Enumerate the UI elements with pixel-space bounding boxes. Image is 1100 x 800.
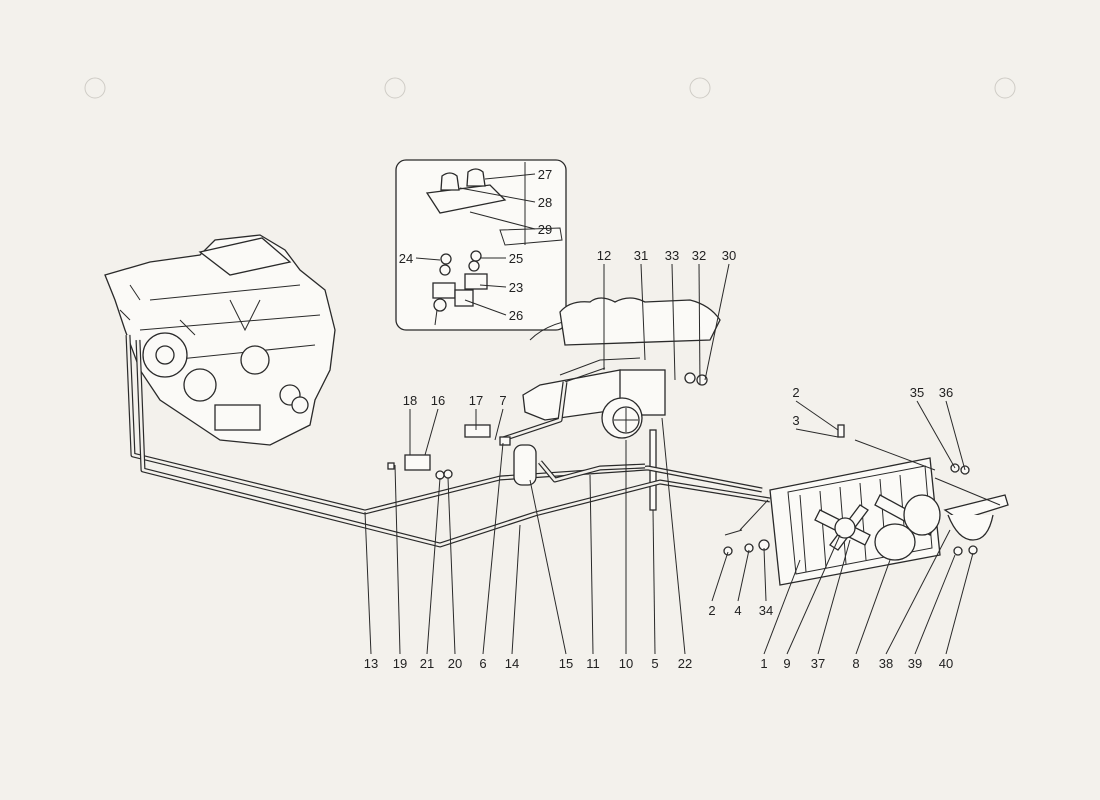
leader-line-26 <box>464 299 507 316</box>
callout-label-22: 22 <box>678 656 692 671</box>
heater-blower-unit <box>522 297 721 511</box>
callout-label-39: 39 <box>908 656 922 671</box>
leader-line-39 <box>914 554 956 655</box>
callout-label-38: 38 <box>879 656 893 671</box>
leader-line-2 <box>795 400 839 431</box>
leader-line-5 <box>652 509 656 655</box>
callout-label-35: 35 <box>910 385 924 400</box>
callout-label-8: 8 <box>852 656 859 671</box>
callout-label-31: 31 <box>634 248 648 263</box>
callout-label-40: 40 <box>939 656 953 671</box>
callout-label-17: 17 <box>469 393 483 408</box>
callout-label-2: 2 <box>708 603 715 618</box>
leader-line-40 <box>945 552 974 655</box>
leader-line-30 <box>704 263 730 381</box>
leader-line-15 <box>529 479 567 655</box>
callout-label-29: 29 <box>538 222 552 237</box>
leader-line-2 <box>711 551 729 602</box>
callout-label-2: 2 <box>792 385 799 400</box>
callout-label-32: 32 <box>692 248 706 263</box>
callout-label-6: 6 <box>479 656 486 671</box>
callout-label-14: 14 <box>505 656 519 671</box>
leader-line-19 <box>394 464 401 655</box>
condenser-with-fans <box>723 439 1009 586</box>
control-panel-inset <box>395 159 567 331</box>
callout-label-26: 26 <box>509 308 523 323</box>
fittings <box>387 424 845 486</box>
leader-line-20 <box>447 477 456 655</box>
leader-line-8 <box>855 559 891 655</box>
leader-line-14 <box>511 524 521 655</box>
leader-line-33 <box>671 263 676 381</box>
callout-label-24: 24 <box>399 251 413 266</box>
callout-label-20: 20 <box>448 656 462 671</box>
leader-line-24 <box>415 257 441 261</box>
leader-line-7 <box>494 408 504 441</box>
leader-line-21 <box>426 477 441 655</box>
leader-line-16 <box>424 408 439 456</box>
leader-line-37 <box>817 539 851 655</box>
leader-line-29 <box>469 211 536 230</box>
leader-line-31 <box>640 263 646 361</box>
callout-label-4: 4 <box>734 603 741 618</box>
callout-label-15: 15 <box>559 656 573 671</box>
leader-line-1 <box>763 559 801 655</box>
callout-label-7: 7 <box>499 393 506 408</box>
callout-label-27: 27 <box>538 167 552 182</box>
callout-label-34: 34 <box>759 603 773 618</box>
callout-label-5: 5 <box>651 656 658 671</box>
callout-label-13: 13 <box>364 656 378 671</box>
leader-line-38 <box>885 529 951 655</box>
leader-line-27 <box>484 173 536 180</box>
leader-lines <box>364 173 974 655</box>
engine-illustration <box>104 234 336 446</box>
callout-label-25: 25 <box>509 251 523 266</box>
leader-line-11 <box>589 474 594 655</box>
callout-label-21: 21 <box>420 656 434 671</box>
callout-label-19: 19 <box>393 656 407 671</box>
binder-holes <box>84 77 1016 99</box>
callout-label-37: 37 <box>811 656 825 671</box>
leader-line-36 <box>945 400 966 471</box>
callout-label-16: 16 <box>431 393 445 408</box>
leader-line-35 <box>916 400 956 469</box>
leader-line-23 <box>479 284 507 288</box>
callout-label-12: 12 <box>597 248 611 263</box>
callout-label-36: 36 <box>939 385 953 400</box>
leader-line-13 <box>364 511 372 655</box>
callout-label-9: 9 <box>783 656 790 671</box>
leader-line-28 <box>459 187 536 203</box>
leader-line-6 <box>482 442 504 655</box>
callout-label-33: 33 <box>665 248 679 263</box>
callout-label-1: 1 <box>760 656 767 671</box>
callout-label-3: 3 <box>792 413 799 428</box>
callout-label-18: 18 <box>403 393 417 408</box>
callout-label-30: 30 <box>722 248 736 263</box>
leader-line-22 <box>661 417 686 655</box>
leader-line-32 <box>698 263 701 386</box>
callout-label-11: 11 <box>586 656 600 671</box>
leader-line-3 <box>795 428 839 438</box>
callout-label-23: 23 <box>509 280 523 295</box>
leader-line-9 <box>786 534 841 655</box>
callout-label-10: 10 <box>619 656 633 671</box>
leader-line-34 <box>763 547 767 602</box>
callout-label-28: 28 <box>538 195 552 210</box>
leader-line-4 <box>737 549 750 602</box>
